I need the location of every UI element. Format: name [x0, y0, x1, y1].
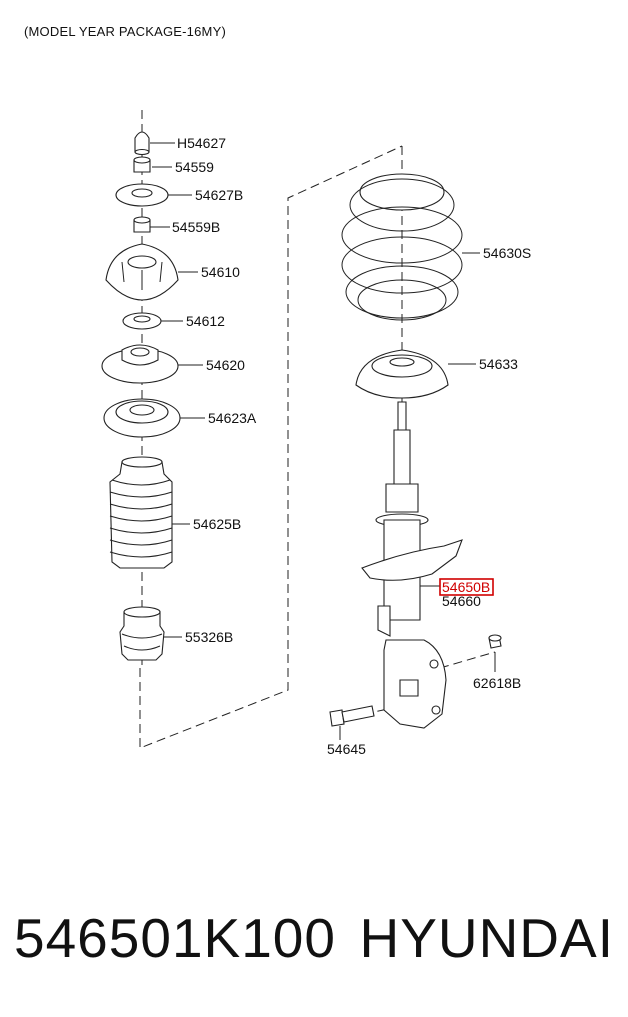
washer-icon	[115, 183, 169, 207]
bump-stopper-icon	[119, 606, 165, 661]
part-number: 546501K100	[14, 907, 336, 969]
part-label: H54627	[177, 135, 226, 151]
part-label: 54610	[201, 264, 240, 280]
strut-mount-icon	[105, 243, 179, 301]
dust-boot-icon	[109, 456, 173, 569]
part-label: 62618B	[473, 675, 521, 691]
assembly-guide-line	[139, 145, 403, 749]
part-label: 54623A	[208, 410, 257, 426]
nut-icon	[133, 156, 151, 173]
part-label: 54559	[175, 159, 214, 175]
product-footer: 546501K100 HYUNDAI	[0, 893, 628, 983]
diagram-drawing: H54627 54559 54627B 54559B 54610 54612 5…	[101, 110, 531, 757]
leader-lines	[150, 142, 496, 740]
spring-seat-icon	[103, 398, 181, 438]
highlighted-part-label[interactable]: 54650B	[442, 579, 490, 595]
part-label: 54612	[186, 313, 225, 329]
part-label: 54633	[479, 356, 518, 372]
part-label: 54559B	[172, 219, 220, 235]
spring-pad-icon	[355, 349, 449, 399]
part-label: 54645	[327, 741, 366, 757]
part-label: 54627B	[195, 187, 243, 203]
part-label: 55326B	[185, 629, 233, 645]
model-year-caption: (MODEL YEAR PACKAGE-16MY)	[24, 24, 226, 39]
nut-icon	[488, 634, 502, 649]
brand-name: HYUNDAI	[359, 907, 614, 969]
part-label: 54625B	[193, 516, 241, 532]
bump-cap-icon	[134, 131, 150, 156]
part-label: 54630S	[483, 245, 531, 261]
coil-spring-icon	[341, 173, 463, 321]
highlight-box	[439, 578, 494, 596]
strut-assembly-icon	[361, 401, 463, 729]
part-label: 54620	[206, 357, 245, 373]
bearing-icon	[101, 344, 179, 384]
bolt-icon	[329, 705, 375, 727]
nut-icon	[133, 216, 151, 233]
exploded-parts-diagram: (MODEL YEAR PACKAGE-16MY)	[24, 24, 531, 757]
part-label: 54660	[442, 593, 481, 609]
washer-icon	[122, 312, 162, 330]
